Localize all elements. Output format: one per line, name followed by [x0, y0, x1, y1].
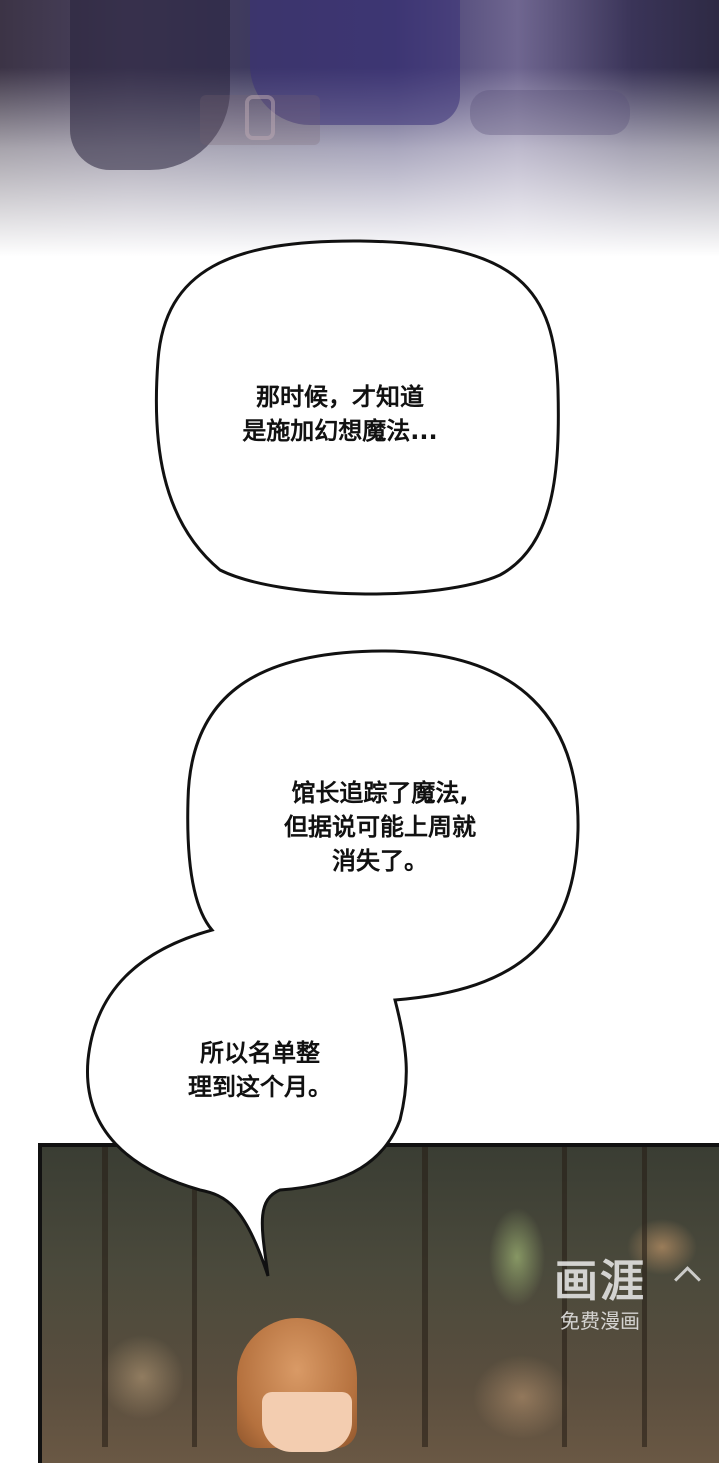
lab-pole: [562, 1147, 567, 1447]
top-illustration-panel: [0, 0, 719, 270]
lab-pole: [192, 1147, 197, 1447]
bubble-3-line-1: 所以名单整: [200, 1039, 320, 1067]
bottom-illustration-panel: [38, 1143, 719, 1463]
watermark: 画涯 免费漫画: [540, 1256, 660, 1334]
bubble-3-line-2: 理到这个月。: [188, 1073, 332, 1101]
coat-shape: [70, 0, 230, 170]
bubble-1-line-1: 那时候，才知道: [256, 383, 424, 411]
bubble-2-line-2: 但据说可能上周就: [284, 813, 476, 841]
speech-bubble-2: [86, 649, 580, 1277]
lab-pole: [642, 1147, 647, 1447]
lab-pole: [422, 1147, 428, 1447]
bubble-2-text: 馆长追踪了魔法, 但据说可能上周就 消失了。: [240, 776, 520, 878]
watermark-logo: 画涯: [554, 1256, 646, 1307]
bubble-2-line-3: 消失了。: [332, 847, 428, 875]
lab-pole: [102, 1147, 108, 1447]
cuff-shape: [470, 90, 630, 135]
watermark-subtitle: 免费漫画: [560, 1309, 640, 1333]
buckle-shape: [245, 95, 275, 140]
bubble-2-line-1: 馆长追踪了魔法,: [291, 779, 469, 807]
bubble-3-text: 所以名单整 理到这个月。: [150, 1036, 370, 1104]
sleeve-shape: [250, 0, 460, 125]
speech-bubble-1: [154, 239, 560, 596]
bubble-1-text: 那时候，才知道 是施加幻想魔法...: [200, 380, 480, 448]
bubble-1-line-2: 是施加幻想魔法...: [242, 417, 438, 445]
